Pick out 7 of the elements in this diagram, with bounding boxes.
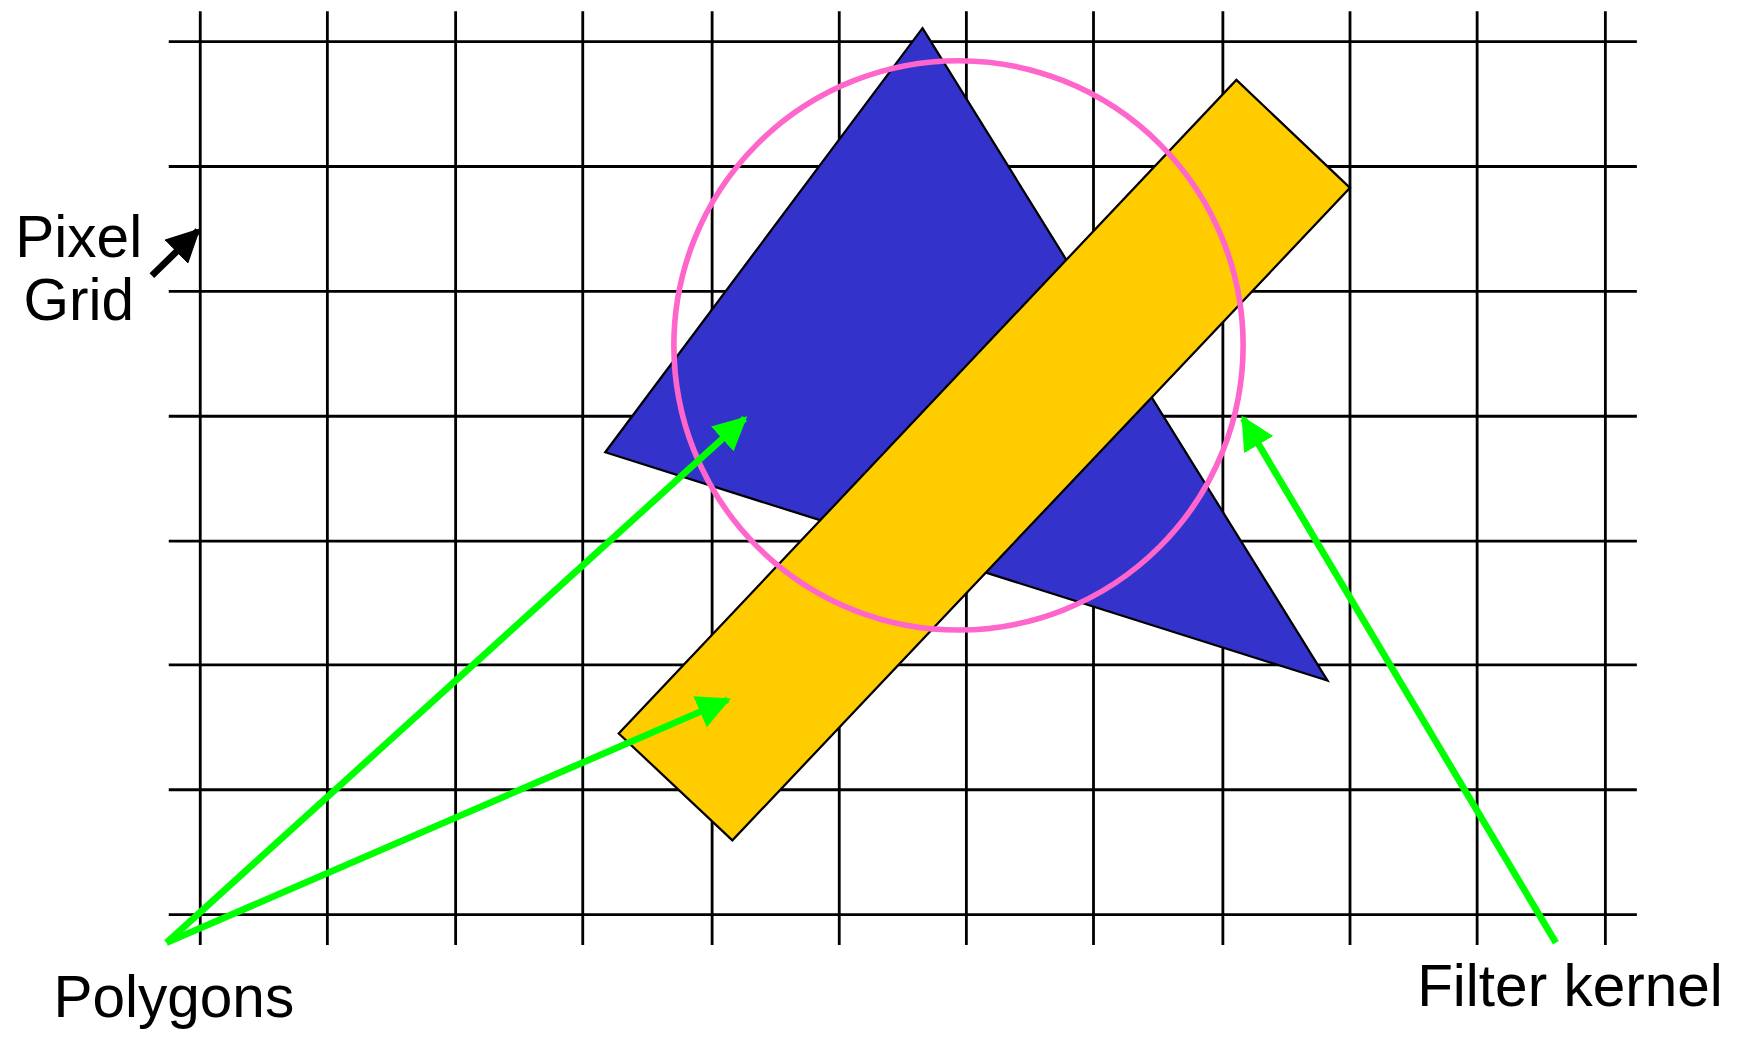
leader-arrow [149,228,201,279]
leader-arrow [1240,415,1559,945]
filter-kernel-circle [671,57,1246,633]
filter-kernel-label: Filter kernel [1381,954,1759,1017]
pixel-grid-label: Pixel Grid [5,204,152,331]
polygons-label: Polygons [24,965,323,1029]
leader-arrow [165,696,731,946]
